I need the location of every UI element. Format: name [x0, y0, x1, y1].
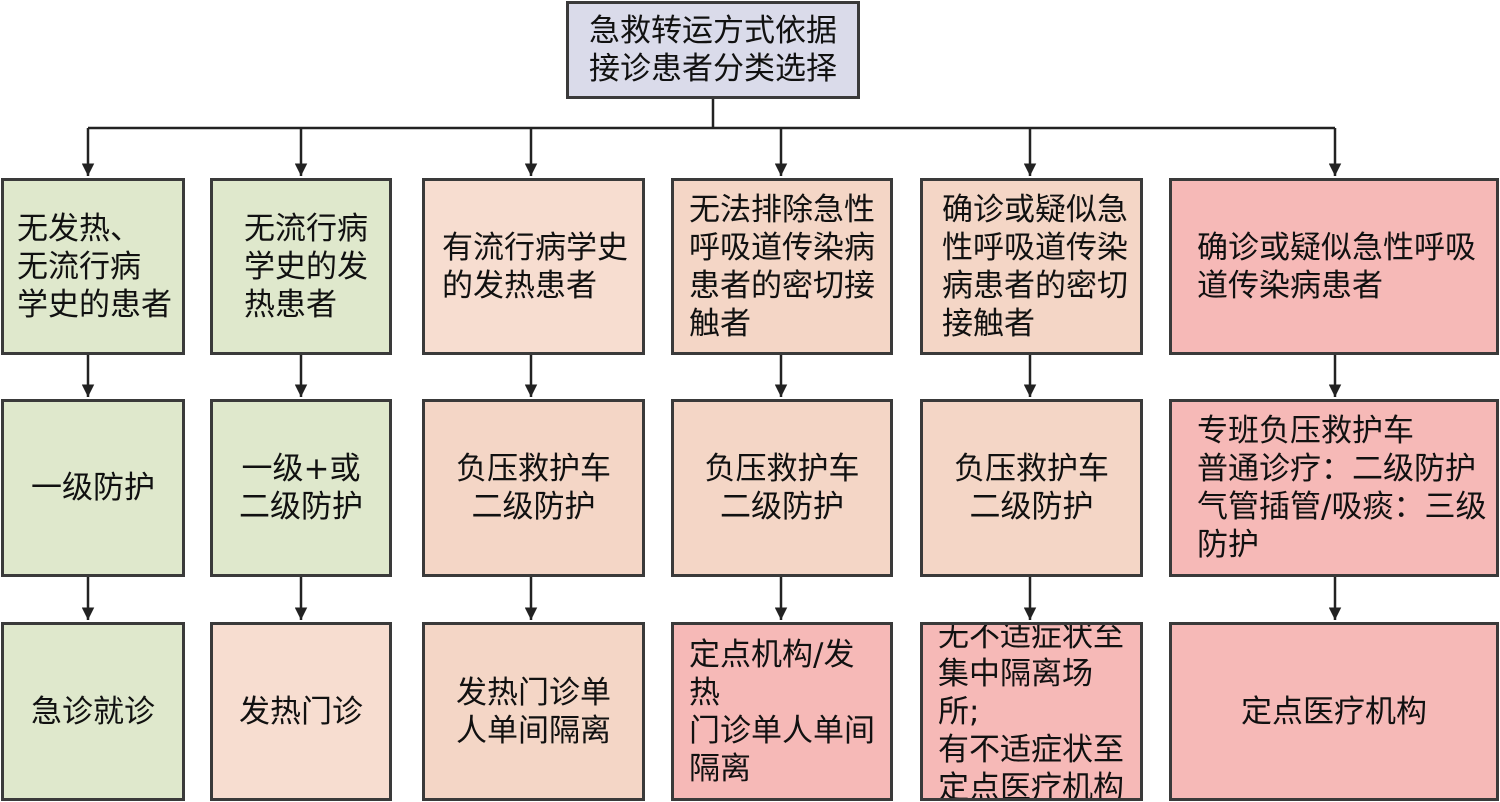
- destination-box-2: 发热门诊: [210, 622, 392, 801]
- destination-label: 发热门诊: [239, 693, 363, 730]
- protection-label: 一级防护: [31, 470, 155, 506]
- category-label: 无法排除急性 呼吸道传染病 患者的密切接 触者: [689, 191, 875, 342]
- category-box-5: 确诊或疑似急 性呼吸道传染 病患者的密切 接触者: [920, 178, 1143, 355]
- category-label: 确诊或疑似急 性呼吸道传染 病患者的密切 接触者: [942, 191, 1128, 342]
- category-box-4: 无法排除急性 呼吸道传染病 患者的密切接 触者: [671, 178, 893, 355]
- destination-label: 无不适症状至 集中隔离场所; 有不适症状至 定点医疗机构: [938, 622, 1124, 801]
- root-node: 急救转运方式依据 接诊患者分类选择: [566, 1, 860, 99]
- category-label: 无流行病 学史的发 热患者: [244, 210, 368, 323]
- category-label: 有流行病学史 的发热患者: [442, 229, 628, 304]
- protection-box-4: 负压救护车 二级防护: [671, 399, 893, 577]
- category-box-6: 确诊或疑似急性呼吸 道传染病患者: [1169, 178, 1499, 355]
- protection-label: 负压救护车 二级防护: [704, 451, 860, 525]
- destination-box-5: 无不适症状至 集中隔离场所; 有不适症状至 定点医疗机构: [920, 622, 1143, 801]
- protection-label: 专班负压救护车 普通诊疗：二级防护 气管插管/吸痰：三级 防护: [1197, 413, 1487, 563]
- destination-box-6: 定点医疗机构: [1169, 622, 1499, 801]
- destination-box-3: 发热门诊单 人单间隔离: [422, 622, 645, 801]
- category-label: 无发热、 无流行病 学史的患者: [17, 210, 172, 323]
- destination-label: 定点医疗机构: [1241, 693, 1427, 730]
- protection-box-6: 专班负压救护车 普通诊疗：二级防护 气管插管/吸痰：三级 防护: [1169, 399, 1499, 577]
- protection-box-2: 一级+或 二级防护: [210, 399, 392, 577]
- protection-label: 一级+或 二级防护: [239, 451, 363, 525]
- category-box-3: 有流行病学史 的发热患者: [422, 178, 645, 355]
- destination-label: 急诊就诊: [31, 693, 155, 730]
- category-label: 确诊或疑似急性呼吸 道传染病患者: [1197, 229, 1476, 304]
- protection-box-5: 负压救护车 二级防护: [920, 399, 1143, 577]
- destination-box-1: 急诊就诊: [1, 622, 185, 801]
- category-box-1: 无发热、 无流行病 学史的患者: [1, 178, 185, 355]
- protection-box-1: 一级防护: [1, 399, 185, 577]
- category-box-2: 无流行病 学史的发 热患者: [210, 178, 392, 355]
- destination-label: 发热门诊单 人单间隔离: [456, 674, 611, 749]
- destination-box-4: 定点机构/发热 门诊单人单间 隔离: [671, 622, 893, 801]
- protection-box-3: 负压救护车 二级防护: [422, 399, 645, 577]
- root-node-label: 急救转运方式依据 接诊患者分类选择: [589, 13, 837, 87]
- destination-label: 定点机构/发热 门诊单人单间 隔离: [689, 636, 875, 787]
- protection-label: 负压救护车 二级防护: [954, 451, 1109, 525]
- protection-label: 负压救护车 二级防护: [456, 451, 611, 525]
